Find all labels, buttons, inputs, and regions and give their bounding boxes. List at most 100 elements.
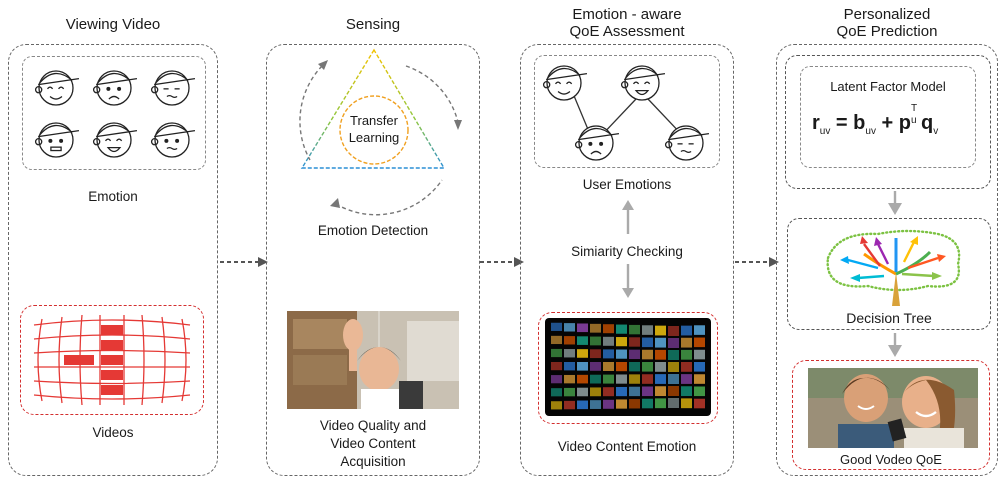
formula-p-sup: T — [910, 103, 918, 114]
video-wall-tile — [616, 374, 627, 384]
video-wall-tile — [603, 399, 614, 409]
sensing-panel — [266, 44, 480, 476]
video-wall-tile — [655, 325, 666, 336]
transfer-learning-label-2: Learning — [348, 130, 400, 145]
video-wall-tile — [681, 337, 692, 348]
video-wall-tile — [551, 401, 562, 410]
video-wall-tile — [590, 362, 601, 371]
video-wall-tile — [642, 374, 653, 384]
sensing-title: Sensing — [345, 16, 401, 33]
video-wall-tile — [616, 349, 627, 359]
prediction-title-2: QoE Prediction — [836, 23, 938, 40]
emotion-faces-grid — [34, 70, 196, 158]
video-wall-tile — [603, 362, 614, 371]
video-wall-tile — [616, 324, 627, 334]
flow-arrow-2 — [480, 257, 524, 267]
video-wall-tile — [577, 387, 588, 397]
video-wall-tile — [629, 362, 640, 372]
acquisition-label-2: Video Content — [330, 436, 416, 451]
video-wall-tile — [681, 325, 692, 336]
video-wall-tile — [642, 386, 653, 397]
video-wall-tile — [616, 386, 627, 397]
similarity-arrows — [622, 200, 634, 298]
emotion-face-1 — [34, 70, 80, 106]
video-wall-tile — [603, 374, 614, 384]
video-wall-tile — [655, 374, 666, 384]
video-wall-tile — [655, 398, 666, 409]
video-wall-tile — [603, 349, 614, 359]
video-wall-tile — [603, 387, 614, 397]
formula-q: q — [920, 112, 934, 134]
video-wall-tile — [655, 349, 666, 360]
emotion-face-6 — [150, 122, 196, 158]
video-wall-tile — [577, 323, 588, 333]
video-wall-tile — [681, 349, 692, 360]
video-wall-tile — [551, 362, 562, 371]
video-wall-tile — [590, 349, 601, 359]
video-wall-tile — [642, 362, 653, 372]
videos-grid-icon — [33, 314, 191, 406]
video-wall-tile — [616, 399, 627, 409]
video-wall-tile — [655, 386, 666, 397]
video-wall-tile — [655, 337, 666, 348]
similarity-checking-label: Simiarity Checking — [571, 244, 683, 259]
down-arrow-2 — [888, 333, 902, 357]
video-wall-tile — [694, 374, 705, 384]
video-wall-tile — [551, 375, 562, 384]
emotion-face-4 — [34, 122, 80, 158]
formula-p-sub: u — [910, 115, 917, 126]
decision-tree-icon — [826, 229, 961, 306]
video-wall-tile — [668, 374, 679, 384]
user-face-1 — [542, 65, 588, 101]
video-wall-tile — [590, 374, 601, 384]
latent-factor-inner-box — [800, 66, 976, 168]
viewing-video-title: Viewing Video — [65, 16, 161, 33]
video-wall-tile — [642, 325, 653, 335]
acquisition-label-1: Video Quality and — [319, 418, 427, 433]
formula-q-sub: v — [933, 126, 939, 137]
video-wall-tile — [603, 324, 614, 334]
video-wall-tile — [642, 398, 653, 409]
prediction-panel — [776, 44, 998, 476]
video-wall-tile — [694, 325, 705, 335]
video-wall-tile — [564, 349, 575, 358]
assessment-title-2: QoE Assessment — [569, 23, 685, 40]
video-wall-tile — [603, 336, 614, 346]
video-wall-tile — [694, 337, 705, 348]
video-content-emotion-label: Video Content Emotion — [557, 439, 697, 454]
video-wall-tile — [577, 336, 588, 345]
video-wall-tile — [642, 337, 653, 348]
user-emotions-box — [534, 55, 720, 168]
video-wall-tile — [564, 362, 575, 371]
video-wall-tile — [577, 349, 588, 358]
video-wall-photo — [545, 318, 711, 416]
transfer-learning-label-1: Transfer — [350, 113, 398, 128]
video-wall-tile — [577, 374, 588, 384]
video-wall-tile — [590, 336, 601, 346]
user-face-4 — [664, 125, 710, 161]
flow-arrow-3 — [735, 257, 779, 267]
happy-viewers-photo — [808, 368, 978, 448]
user-face-3 — [574, 125, 620, 161]
good-qoe-label: Good Vodeo QoE — [840, 452, 942, 467]
user-emotions-network — [542, 65, 710, 161]
video-wall-tile — [668, 326, 679, 336]
video-wall-tile — [642, 349, 653, 360]
video-wall-tile — [564, 387, 575, 397]
down-arrow-1 — [888, 191, 902, 215]
emotion-faces-box — [22, 56, 206, 170]
video-wall-tile — [629, 386, 640, 397]
latent-factor-outer-box — [785, 55, 991, 189]
video-wall-tile — [681, 362, 692, 372]
video-wall-tile — [616, 337, 627, 347]
user-face-2 — [620, 65, 666, 101]
video-wall-tile — [629, 399, 640, 409]
video-wall-tile — [681, 386, 692, 397]
prediction-title-1: Personalized — [843, 6, 931, 23]
video-wall-tile — [694, 386, 705, 397]
assessment-title-1: Emotion - aware — [572, 6, 682, 23]
formula-plus: + — [881, 112, 894, 134]
video-wall-tile — [694, 362, 705, 372]
video-wall-tile — [577, 362, 588, 371]
